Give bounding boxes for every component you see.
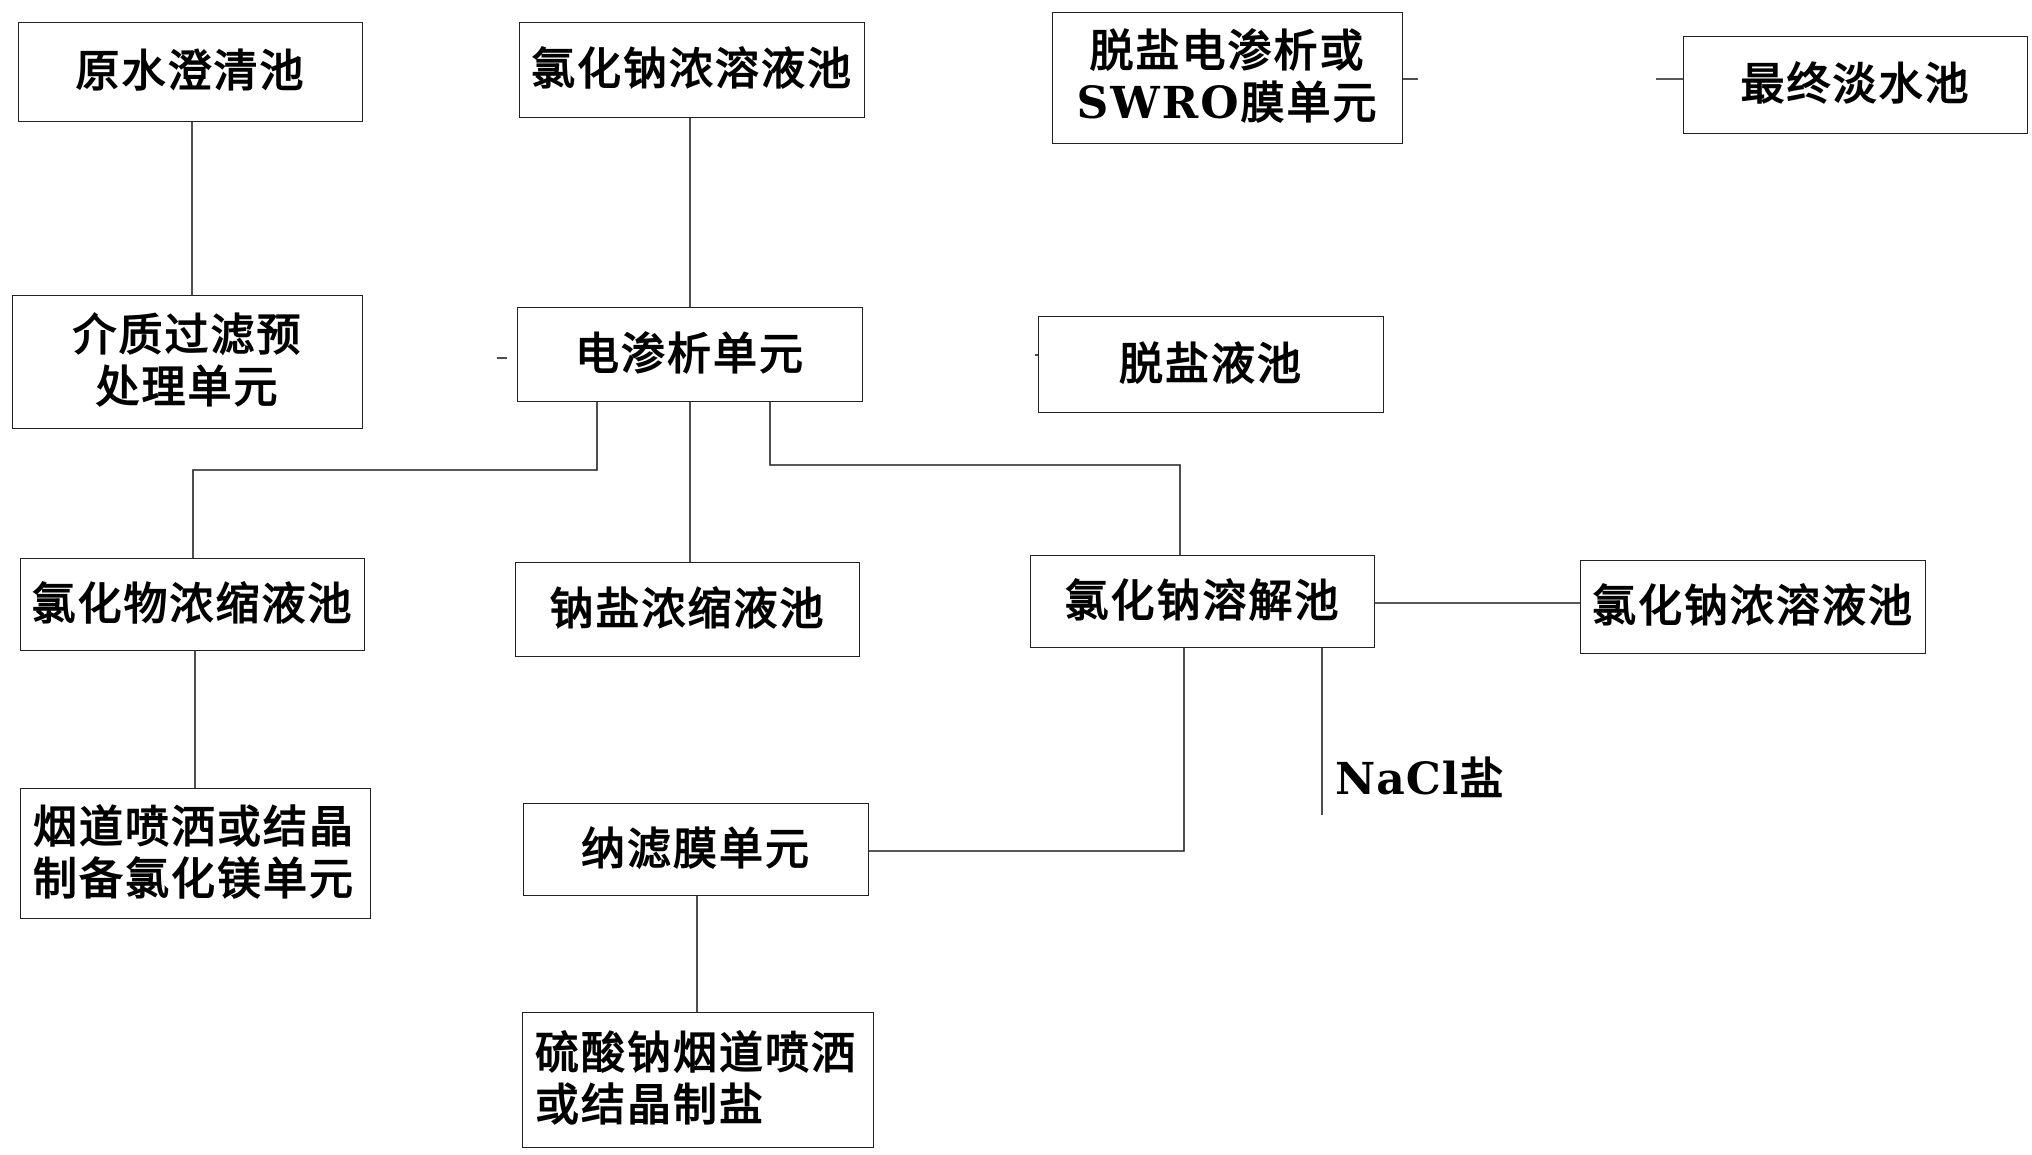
node-nacl-brine-tank-top: 氯化钠浓溶液池 — [519, 22, 865, 118]
node-label: 氯化钠浓溶液池 — [1592, 581, 1914, 633]
node-final-fresh-water-tank: 最终淡水池 — [1683, 36, 2028, 134]
node-label: 硫酸钠烟道喷洒 或结晶制盐 — [535, 1028, 857, 1131]
node-nacl-dissolving-tank: 氯化钠溶解池 — [1030, 555, 1375, 648]
node-flue-spray-mgcl2-unit: 烟道喷洒或结晶 制备氯化镁单元 — [20, 788, 371, 919]
node-label: 最终淡水池 — [1740, 59, 1971, 111]
node-label: 脱盐液池 — [1119, 338, 1303, 390]
node-nacl-brine-tank-right: 氯化钠浓溶液池 — [1580, 560, 1926, 654]
node-chloride-concentrate-tank: 氯化物浓缩液池 — [20, 558, 365, 651]
node-label: 烟道喷洒或结晶 制备氯化镁单元 — [33, 801, 355, 905]
node-label: 氯化钠溶解池 — [1064, 575, 1341, 627]
node-raw-water-clarifier: 原水澄清池 — [18, 22, 363, 122]
node-label: 电渗析单元 — [575, 328, 805, 380]
node-label: 氯化物浓缩液池 — [31, 578, 354, 630]
node-label: 纳滤膜单元 — [581, 823, 811, 875]
node-desalted-liquid-tank: 脱盐液池 — [1038, 316, 1384, 413]
node-label: 钠盐浓缩液池 — [549, 583, 826, 635]
connector-ed-to-chloride — [192, 402, 598, 558]
nacl-salt-label: NaCl盐 — [1335, 754, 1505, 805]
node-label: 脱盐电渗析或 SWRO膜单元 — [1076, 26, 1379, 129]
connector-nf-to-dissolving — [869, 648, 1185, 852]
node-sodium-sulfate-salt-unit: 硫酸钠烟道喷洒 或结晶制盐 — [522, 1012, 874, 1148]
node-label: 氯化钠浓溶液池 — [531, 44, 853, 96]
node-nanofiltration-unit: 纳滤膜单元 — [523, 803, 869, 896]
connector-ed-to-dissolving — [769, 402, 1181, 555]
node-label: 介质过滤预 处理单元 — [72, 310, 303, 413]
node-desalination-ed-swro: 脱盐电渗析或 SWRO膜单元 — [1052, 12, 1403, 144]
node-electrodialysis-unit: 电渗析单元 — [517, 307, 863, 402]
node-label: 原水澄清池 — [75, 46, 306, 98]
node-media-filter-pretreatment: 介质过滤预 处理单元 — [12, 295, 363, 429]
node-sodium-salt-concentrate-tank: 钠盐浓缩液池 — [515, 562, 860, 657]
